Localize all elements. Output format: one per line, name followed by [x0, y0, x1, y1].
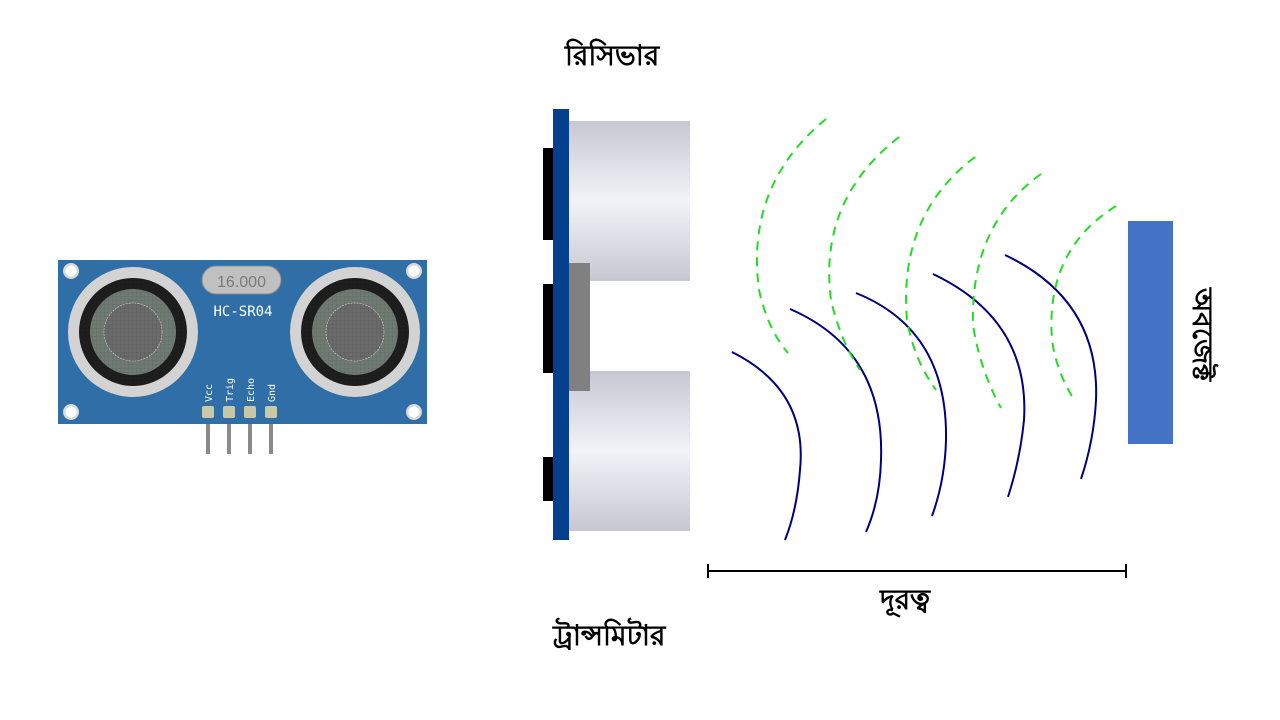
pin-label-trig: Trig [225, 378, 236, 402]
distance-label: দূরত্ব [880, 583, 931, 616]
sensor-side-view [543, 109, 690, 540]
left-transducer [68, 267, 198, 397]
reflected-waves [755, 118, 1117, 409]
crystal-label: 16.000 [217, 274, 266, 291]
pin-label-vcc: Vcc [204, 384, 215, 402]
back-component-middle [543, 284, 553, 373]
pin-label-gnd: Gnd [267, 384, 278, 402]
distance-dimension [707, 564, 1127, 578]
back-component-top [543, 148, 553, 240]
crystal-oscillator [201, 265, 282, 295]
transmitter-label: ট্রান্সমিটার [553, 619, 666, 652]
receiver-transducer [569, 121, 690, 281]
emitted-waves [731, 254, 1098, 541]
transmitter-transducer [569, 371, 690, 531]
object-block [1128, 221, 1173, 444]
back-component-bottom [543, 457, 553, 501]
object-label: অবজেক্ট [1186, 288, 1219, 382]
crystal-side [569, 263, 590, 391]
pin-pads [202, 406, 277, 418]
model-label: HC-SR04 [213, 304, 272, 320]
receiver-label: রিসিভার [565, 39, 660, 72]
header-pins [206, 418, 273, 454]
pin-label-echo: Echo [246, 378, 257, 402]
pcb-side [553, 109, 569, 540]
hc-sr04-module: 16.000 HC-SR04 Vcc Trig Echo Gnd [58, 260, 427, 454]
mounting-holes [63, 263, 422, 420]
right-transducer [290, 267, 420, 397]
